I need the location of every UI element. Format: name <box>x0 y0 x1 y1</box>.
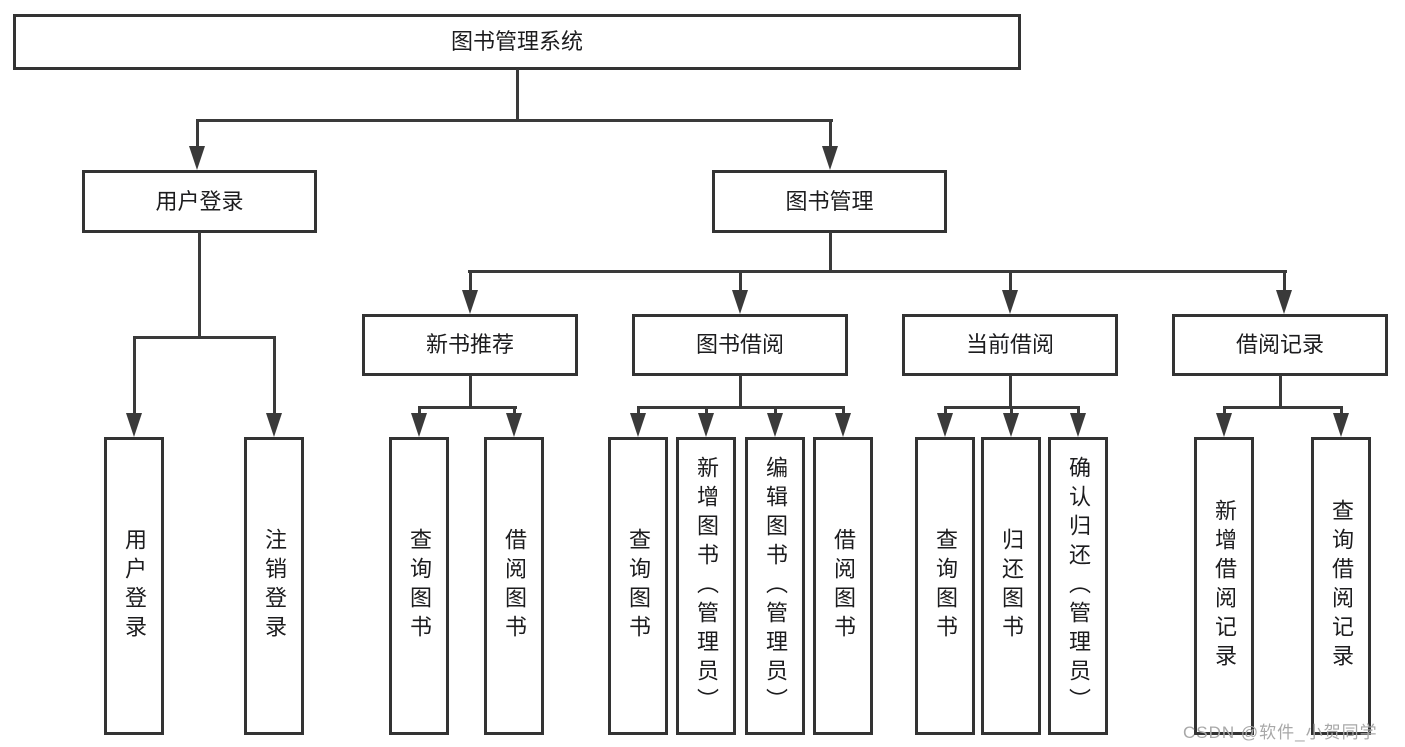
arrowhead-down-icon <box>767 413 783 437</box>
arrowhead-down-icon <box>1003 413 1019 437</box>
leaf-borrow-book: 借阅图书 <box>813 437 873 735</box>
leaf-user-login: 用户登录 <box>104 437 164 735</box>
connector-userlogin-stem <box>133 336 136 420</box>
node-book-management-label: 图书管理 <box>785 188 874 214</box>
connector-bookmgmt-stem <box>1283 270 1286 293</box>
leaf-borrow-query-book-label: 查询图书 <box>626 528 651 644</box>
connector-borrow-bar <box>637 406 845 409</box>
connector-userlogin-trunk <box>198 232 201 338</box>
leaf-current-query-book: 查询图书 <box>915 437 975 735</box>
arrowhead-down-icon <box>937 413 953 437</box>
leaf-recommend-borrow-book: 借阅图书 <box>484 437 544 735</box>
connector-borrow-stem <box>637 406 640 417</box>
node-current-borrow: 当前借阅 <box>902 314 1118 376</box>
arrowhead-down-icon <box>630 413 646 437</box>
node-borrow-records-label: 借阅记录 <box>1235 332 1324 357</box>
connector-borrow-stem <box>842 406 845 417</box>
connector-records-stem <box>1340 406 1343 417</box>
leaf-query-borrow-record: 查询借阅记录 <box>1311 437 1371 735</box>
arrowhead-down-icon <box>266 413 282 437</box>
arrowhead-down-icon <box>189 146 205 170</box>
connector-root-stem-left <box>196 119 199 151</box>
connector-records-bar <box>1223 406 1343 409</box>
leaf-confirm-return-admin: 确认归还（管理员） <box>1048 437 1108 735</box>
leaf-borrow-query-book: 查询图书 <box>608 437 668 735</box>
leaf-logout-label: 注销登录 <box>262 528 287 644</box>
leaf-add-borrow-record: 新增借阅记录 <box>1194 437 1254 735</box>
connector-root-stem-right <box>829 119 832 151</box>
arrowhead-down-icon <box>732 290 748 314</box>
leaf-add-book-admin-label: 新增图书（管理员） <box>694 455 719 717</box>
connector-bookmgmt-stem <box>469 270 472 293</box>
leaf-edit-book-admin-label: 编辑图书（管理员） <box>763 455 788 717</box>
connector-current-stem <box>1010 406 1013 417</box>
connector-borrow-trunk <box>739 375 742 408</box>
node-book-management: 图书管理 <box>712 170 947 233</box>
leaf-current-query-book-label: 查询图书 <box>933 528 958 644</box>
arrowhead-down-icon <box>1333 413 1349 437</box>
leaf-return-book-label: 归还图书 <box>999 528 1024 644</box>
connector-bookmgmt-trunk <box>829 232 832 272</box>
connector-userlogin-stem <box>273 336 276 420</box>
node-user-login-label: 用户登录 <box>155 188 244 214</box>
node-user-login: 用户登录 <box>82 170 317 233</box>
leaf-return-book: 归还图书 <box>981 437 1041 735</box>
arrowhead-down-icon <box>698 413 714 437</box>
leaf-recommend-borrow-book-label: 借阅图书 <box>502 528 527 644</box>
connector-borrow-stem <box>774 406 777 417</box>
csdn-watermark: CSDN @软件_小贺同学 <box>1183 723 1378 742</box>
connector-records-trunk <box>1279 375 1282 408</box>
connector-recommend-stem <box>513 406 516 417</box>
leaf-query-borrow-record-label: 查询借阅记录 <box>1329 499 1354 673</box>
connector-recommend-stem <box>418 406 421 417</box>
arrowhead-down-icon <box>1216 413 1232 437</box>
connector-recommend-trunk <box>469 375 472 408</box>
arrowhead-down-icon <box>1070 413 1086 437</box>
arrowhead-down-icon <box>462 290 478 314</box>
connector-borrow-stem <box>705 406 708 417</box>
node-library-system-label: 图书管理系统 <box>450 29 583 54</box>
node-library-system: 图书管理系统 <box>13 14 1021 70</box>
connector-bookmgmt-bar <box>468 270 1287 273</box>
node-current-borrow-label: 当前借阅 <box>965 332 1054 357</box>
leaf-recommend-query-book: 查询图书 <box>389 437 449 735</box>
node-book-borrow-label: 图书借阅 <box>695 332 784 357</box>
connector-recommend-bar <box>418 406 517 409</box>
leaf-confirm-return-admin-label: 确认归还（管理员） <box>1066 455 1091 717</box>
arrowhead-down-icon <box>1002 290 1018 314</box>
connector-bookmgmt-stem <box>1009 270 1012 293</box>
leaf-edit-book-admin: 编辑图书（管理员） <box>745 437 805 735</box>
arrowhead-down-icon <box>126 413 142 437</box>
connector-bookmgmt-stem <box>739 270 742 293</box>
connector-records-stem <box>1223 406 1226 417</box>
node-new-book-recommend: 新书推荐 <box>362 314 578 376</box>
node-borrow-records: 借阅记录 <box>1172 314 1388 376</box>
connector-current-stem <box>1077 406 1080 417</box>
arrowhead-down-icon <box>1276 290 1292 314</box>
leaf-add-borrow-record-label: 新增借阅记录 <box>1212 499 1237 673</box>
arrowhead-down-icon <box>506 413 522 437</box>
leaf-user-login-label: 用户登录 <box>122 528 147 644</box>
arrowhead-down-icon <box>411 413 427 437</box>
node-new-book-recommend-label: 新书推荐 <box>425 332 514 357</box>
arrowhead-down-icon <box>822 146 838 170</box>
connector-userlogin-bar <box>133 336 276 339</box>
leaf-recommend-query-book-label: 查询图书 <box>407 528 432 644</box>
arrowhead-down-icon <box>835 413 851 437</box>
leaf-borrow-book-label: 借阅图书 <box>831 528 856 644</box>
connector-root-trunk <box>516 69 519 121</box>
connector-root-bar <box>196 119 833 122</box>
leaf-add-book-admin: 新增图书（管理员） <box>676 437 736 735</box>
connector-current-stem <box>944 406 947 417</box>
leaf-logout: 注销登录 <box>244 437 304 735</box>
connector-current-trunk <box>1009 375 1012 408</box>
node-book-borrow: 图书借阅 <box>632 314 848 376</box>
